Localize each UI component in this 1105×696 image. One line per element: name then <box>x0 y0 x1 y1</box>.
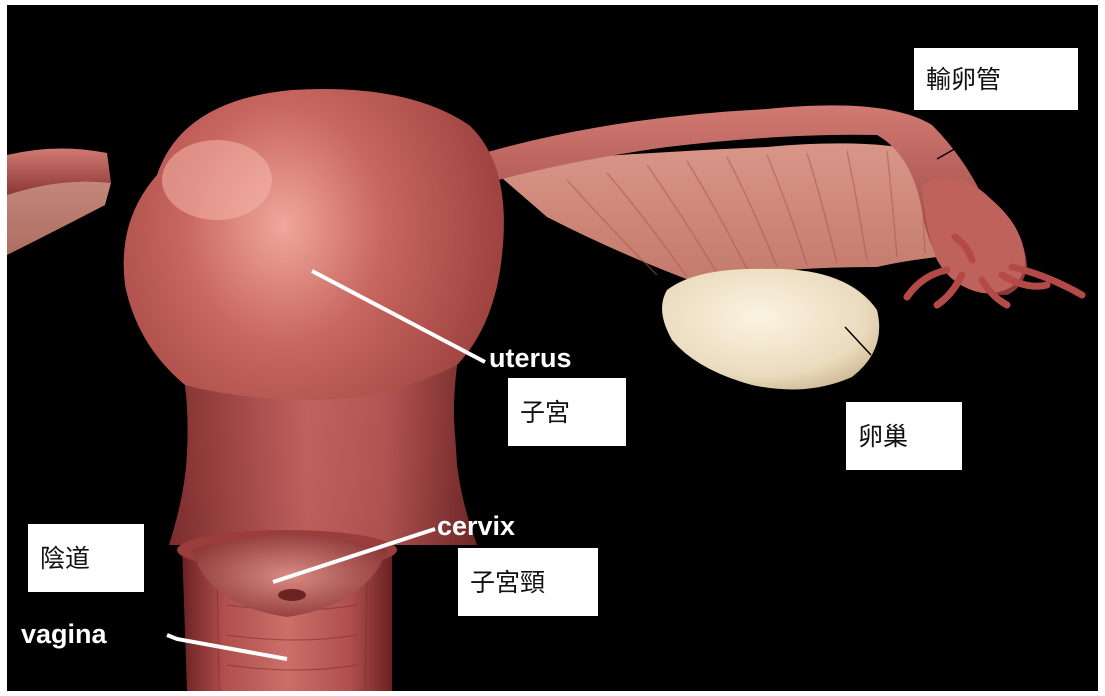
uterus-label-zh: 子宮 <box>508 378 626 446</box>
fallopian-tube-label-zh: 輸卵管 <box>914 48 1078 110</box>
uterus-label-en: uterus <box>489 345 572 372</box>
cervix-label-zh: 子宮頸 <box>458 548 598 616</box>
uterus-highlight <box>162 140 272 220</box>
ovary-label-zh: 卵巢 <box>846 402 962 470</box>
cervix-label-en: cervix <box>437 513 515 540</box>
cervical-os <box>278 589 306 601</box>
vagina-label-en: vagina <box>21 621 107 648</box>
left-broad-ligament <box>7 182 111 256</box>
vagina-label-zh: 陰道 <box>28 524 144 592</box>
